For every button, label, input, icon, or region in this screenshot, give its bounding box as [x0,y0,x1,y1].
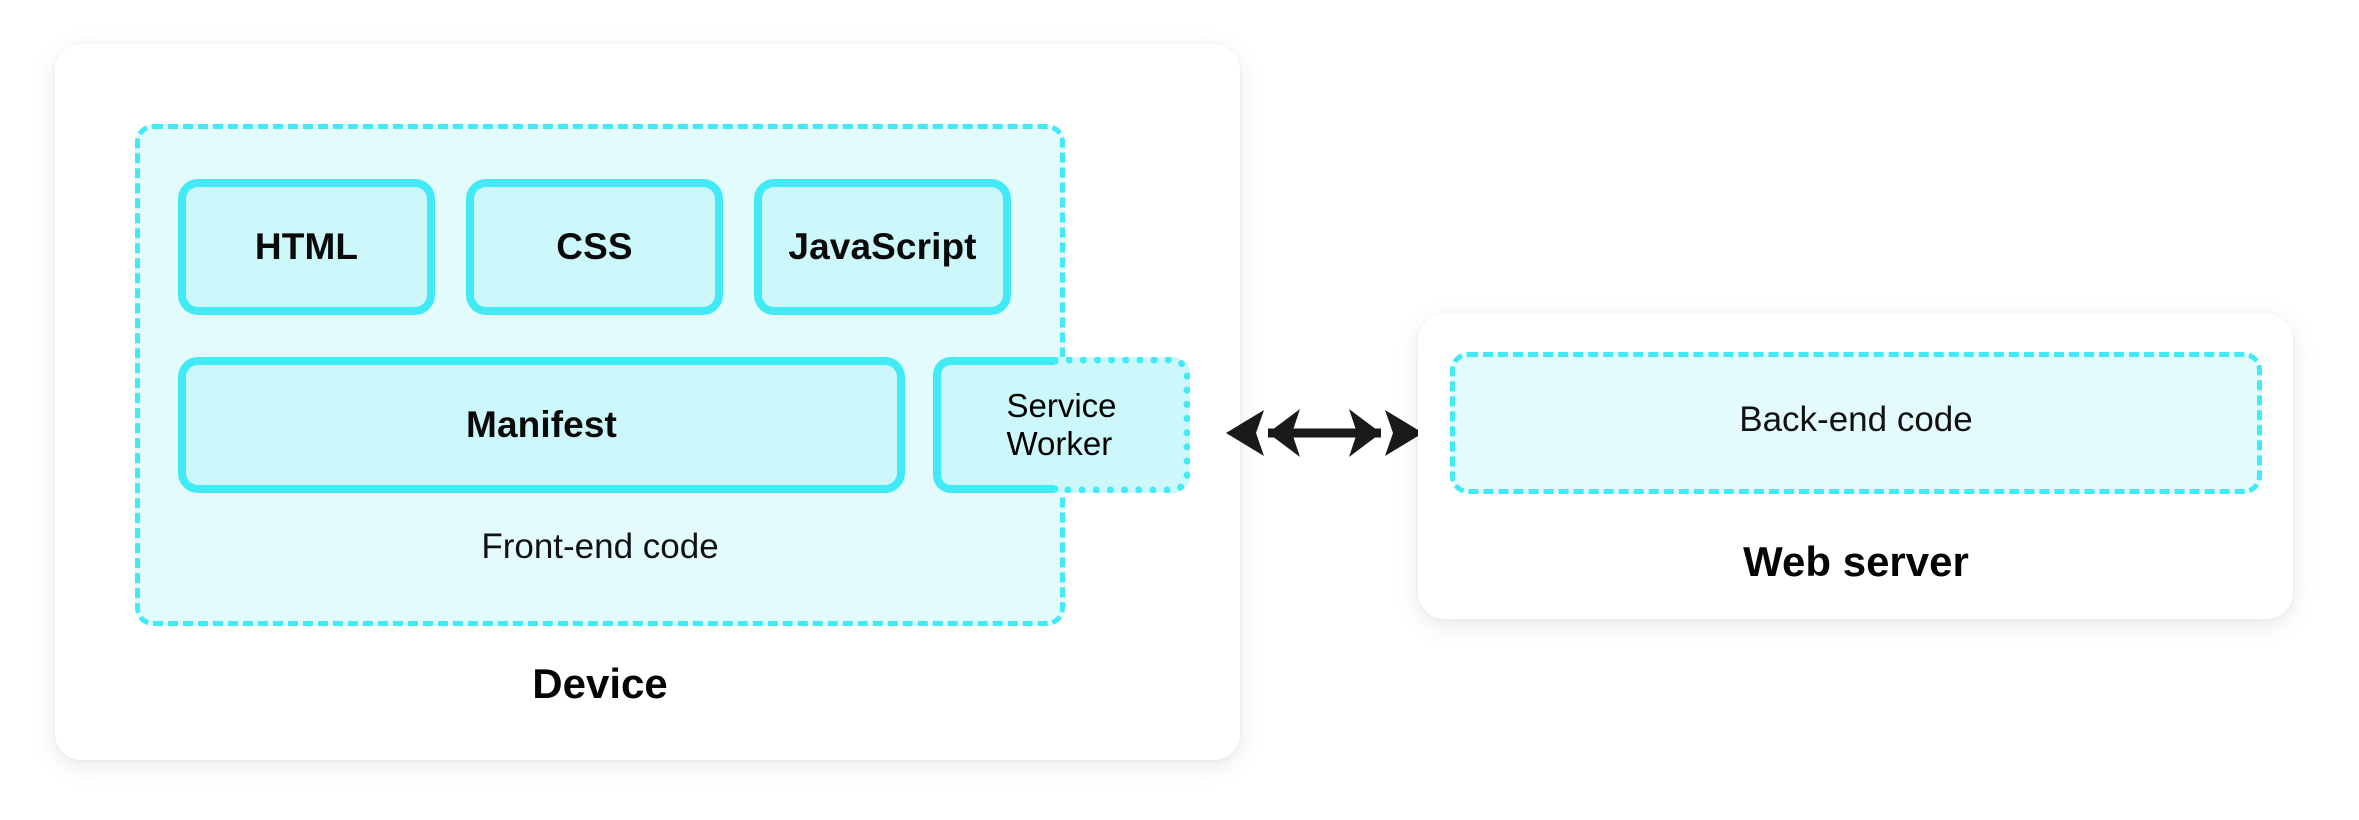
tile-service-worker-label-wrap: Service Worker [933,357,1190,493]
tile-manifest[interactable]: Manifest [178,357,905,493]
service-worker-label-line2: Worker [1006,425,1113,462]
tile-service-worker-label: Service Worker [1006,387,1116,463]
tile-html-label: HTML [254,226,359,268]
front-end-code-caption: Front-end code [481,527,719,566]
service-worker-label-line1: Service [1006,387,1117,424]
tile-javascript[interactable]: JavaScript [754,179,1011,315]
back-end-code-caption: Back-end code [1739,400,1973,439]
tile-manifest-label: Manifest [466,404,617,446]
web-server-caption: Web server [1743,538,1969,585]
bidirectional-arrow-icon [1226,409,1423,457]
tile-css[interactable]: CSS [466,179,723,315]
back-end-code-region [1450,352,2262,494]
tile-html[interactable]: HTML [178,179,435,315]
tile-css-label: CSS [556,226,633,268]
tile-javascript-label: JavaScript [788,226,977,268]
device-caption: Device [532,660,668,707]
